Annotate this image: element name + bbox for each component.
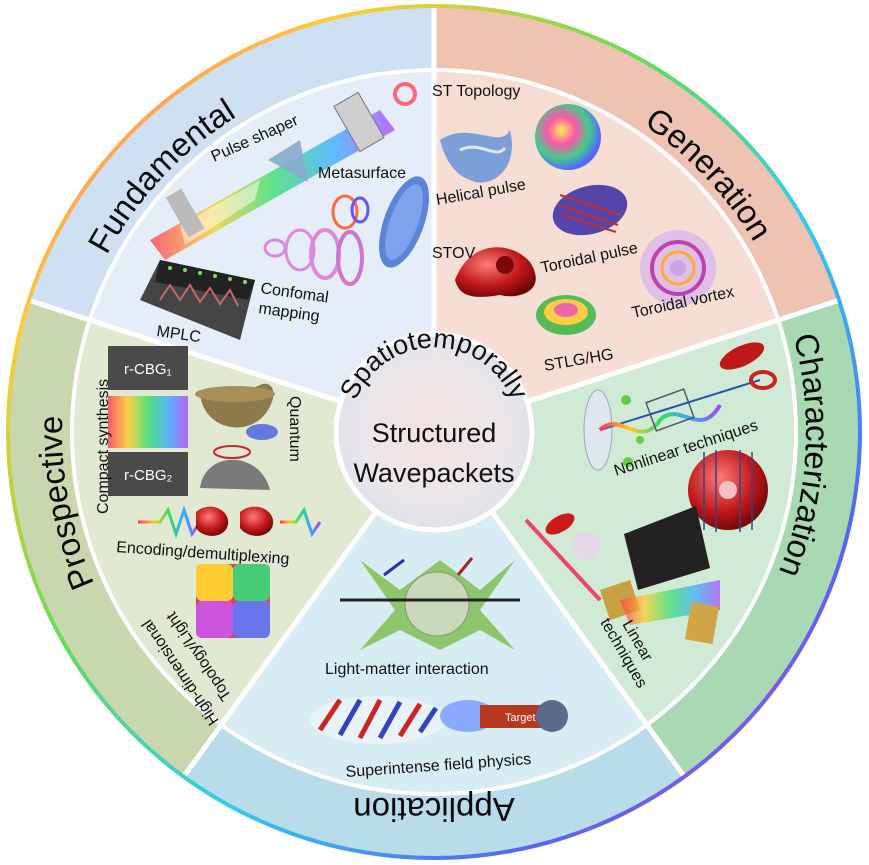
title-application: Application [353, 791, 514, 828]
pulse-shaper-illustration [150, 82, 417, 260]
label-rcbg1: r-CBG₁ [124, 361, 172, 378]
stov-illustration [455, 247, 536, 297]
center-line-2: Structured [372, 418, 497, 448]
label-stov: STOV [432, 245, 476, 262]
toroidal-vortex-illustration [640, 230, 716, 306]
superintense-illustration [310, 696, 568, 744]
st-topology-illustration [535, 104, 601, 170]
helical-pulse-illustration [440, 130, 512, 183]
center-hub: Spatiotemporally Structured Wavepackets [333, 323, 535, 533]
quantum-illustration [195, 383, 278, 490]
linear-illustration [524, 450, 768, 645]
metasurface-illustration [331, 176, 429, 268]
label-st-topology: ST Topology [432, 83, 520, 100]
encoding-illustration [138, 505, 322, 539]
nonlinear-illustration [583, 342, 777, 471]
label-mplc: MPLC [155, 323, 201, 346]
conformal-rings-illustration [263, 228, 364, 286]
high-dimensional-illustration [196, 564, 270, 638]
label-rcbg2: r-CBG₂ [124, 467, 172, 484]
label-quantum: Quantum [286, 396, 303, 462]
compact-synthesis-illustration [108, 346, 188, 496]
label-light-matter: Light-matter interaction [325, 661, 489, 678]
center-line-3: Wavepackets [353, 458, 514, 488]
label-target: Target [505, 712, 536, 724]
label-metasurface: Metasurface [318, 165, 406, 182]
sector-generation [434, 8, 838, 432]
mplc-illustration [140, 260, 255, 340]
label-compact-synthesis: Compact synthesis [95, 379, 112, 514]
light-matter-illustration [340, 557, 520, 650]
toroidal-pulse-illustration [552, 184, 628, 236]
stlg-hg-illustration [536, 295, 596, 335]
